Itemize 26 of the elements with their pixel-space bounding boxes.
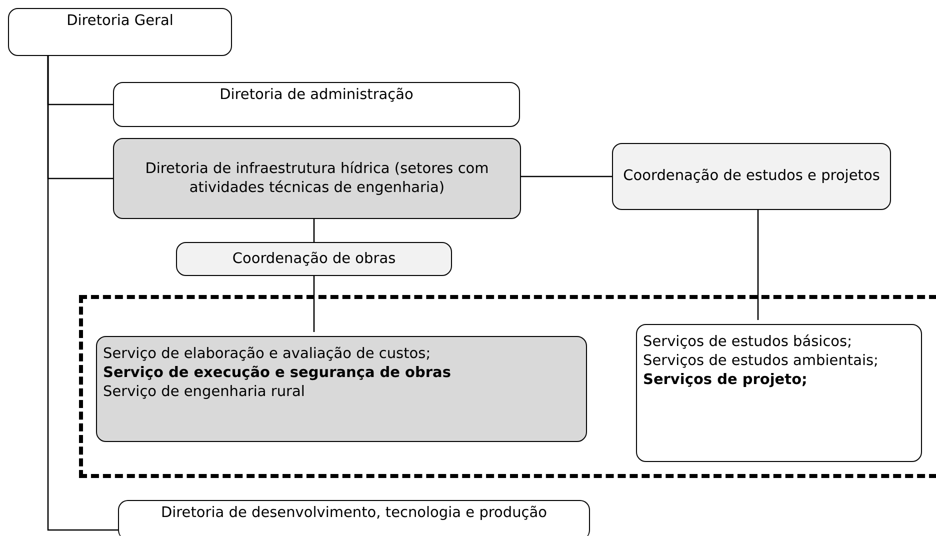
box-text: Diretoria de desenvolvimento, tecnologia e produção — [160, 504, 548, 523]
services-box — [96, 336, 587, 442]
connector-line — [521, 176, 612, 178]
box-text: Coordenação de obras — [231, 250, 397, 268]
dashed-group-frame — [79, 295, 936, 478]
org-box — [113, 82, 520, 127]
connector-line — [313, 219, 315, 242]
box-text: Diretoria Geral — [66, 12, 174, 31]
box-text: Serviço de engenharia rural — [103, 382, 306, 402]
org-box — [118, 500, 590, 536]
services-box — [636, 324, 922, 462]
org-box — [176, 242, 452, 276]
box-text: Serviço de execução e segurança de obras — [103, 364, 452, 383]
box-text: Coordenação de estudos e projetos — [622, 167, 881, 186]
org-box — [113, 138, 521, 219]
org-box — [612, 143, 891, 210]
connector-line — [47, 56, 118, 531]
box-text: Serviço de elaboração e avaliação de custos; — [103, 345, 432, 364]
connector-line — [313, 276, 315, 332]
connector-line — [757, 210, 759, 320]
box-text: Diretoria de administração — [218, 86, 414, 105]
box-text: Serviços de estudos ambientais; — [643, 352, 880, 371]
box-text: Serviços de projeto; — [643, 370, 808, 390]
box-text: Diretoria de infraestrutura hídrica (setores com atividades técnicas de engenharia) — [144, 160, 490, 198]
org-box — [8, 8, 232, 56]
box-text: Serviços de estudos básicos; — [643, 333, 853, 352]
